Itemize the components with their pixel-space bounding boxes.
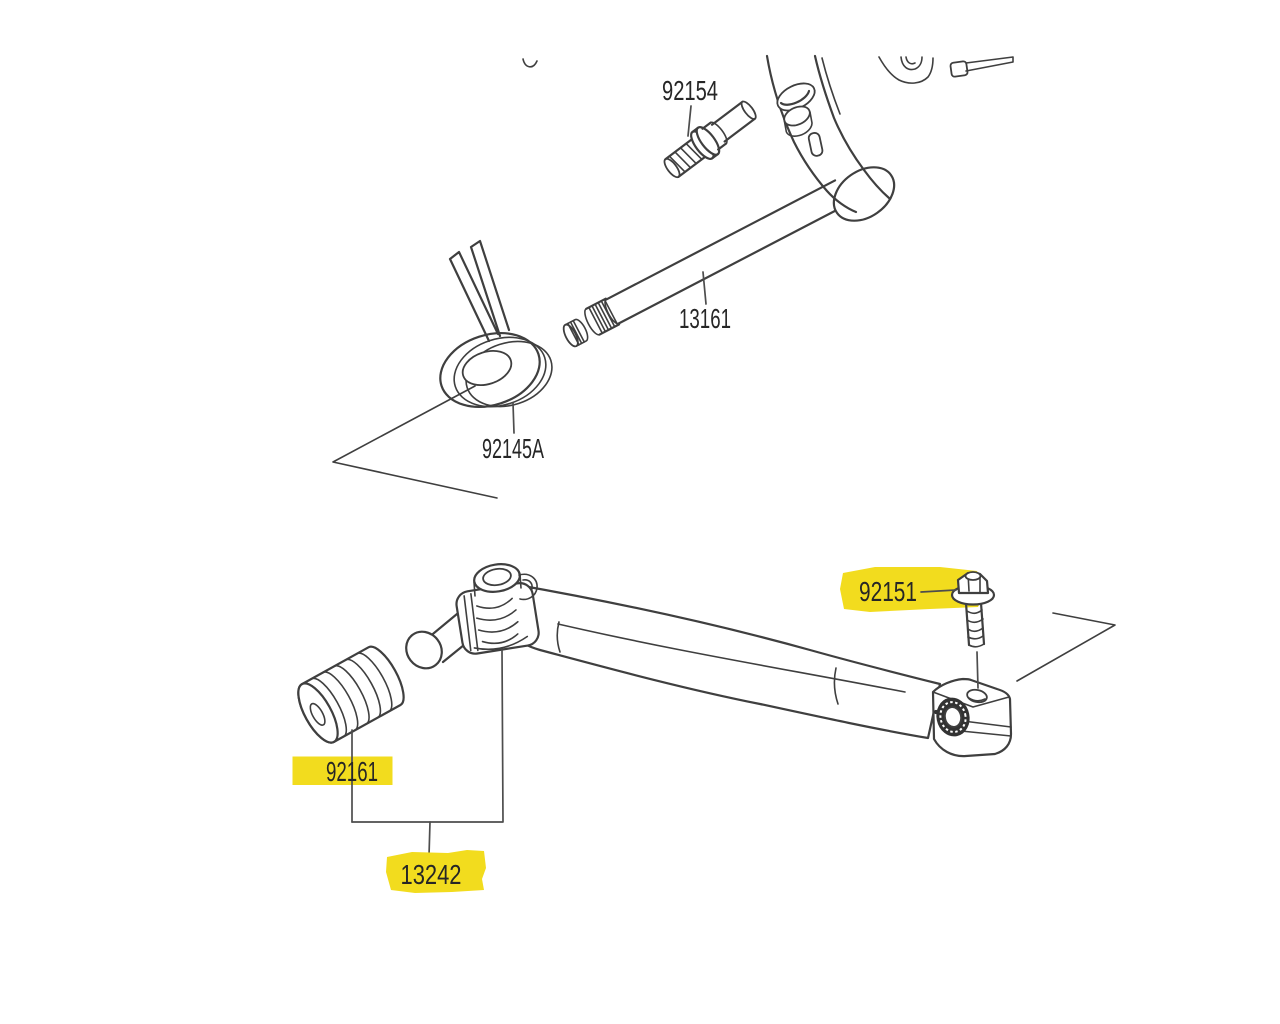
cutoff-fragment-blade — [949, 56, 1014, 78]
highlight-13242 — [386, 850, 486, 893]
cutoff-fragment-top-right — [878, 56, 934, 84]
pivot-clip — [518, 573, 538, 601]
pedal-arm-tip — [405, 630, 443, 670]
shift-shaft-13161 — [562, 179, 849, 348]
shaft-boss — [832, 166, 896, 222]
leader-92151 — [920, 589, 957, 593]
bracket-lines — [351, 649, 504, 857]
bolt-92154 — [663, 100, 757, 179]
highlight-92161 — [292, 756, 393, 785]
shift-arm-assembly — [765, 54, 891, 214]
pedal-pivot — [455, 563, 540, 655]
highlight-92151 — [840, 567, 986, 612]
part-label-92151: 92151 — [859, 576, 917, 607]
leader-13161 — [702, 271, 707, 305]
leader-92145A — [512, 402, 515, 434]
pointer-chevron-right — [1016, 612, 1116, 682]
leader-92154 — [687, 105, 692, 137]
flange-bolt-92151 — [950, 571, 996, 648]
pedal-rubber-92161 — [297, 645, 405, 744]
pedal-clamp — [931, 677, 1013, 758]
shift-pedal-lever — [508, 582, 942, 740]
cutoff-fragment-icon — [522, 58, 538, 68]
pointer-chevron-left — [332, 385, 498, 499]
part-label-13242: 13242 — [401, 859, 462, 890]
leader-bolt-to-clamp — [976, 651, 979, 689]
part-label-92145A: 92145A — [482, 433, 544, 464]
part-label-92161: 92161 — [326, 756, 378, 787]
part-label-13161: 13161 — [679, 303, 731, 334]
part-label-92154: 92154 — [662, 75, 718, 106]
return-spring-92145A — [439, 239, 553, 408]
